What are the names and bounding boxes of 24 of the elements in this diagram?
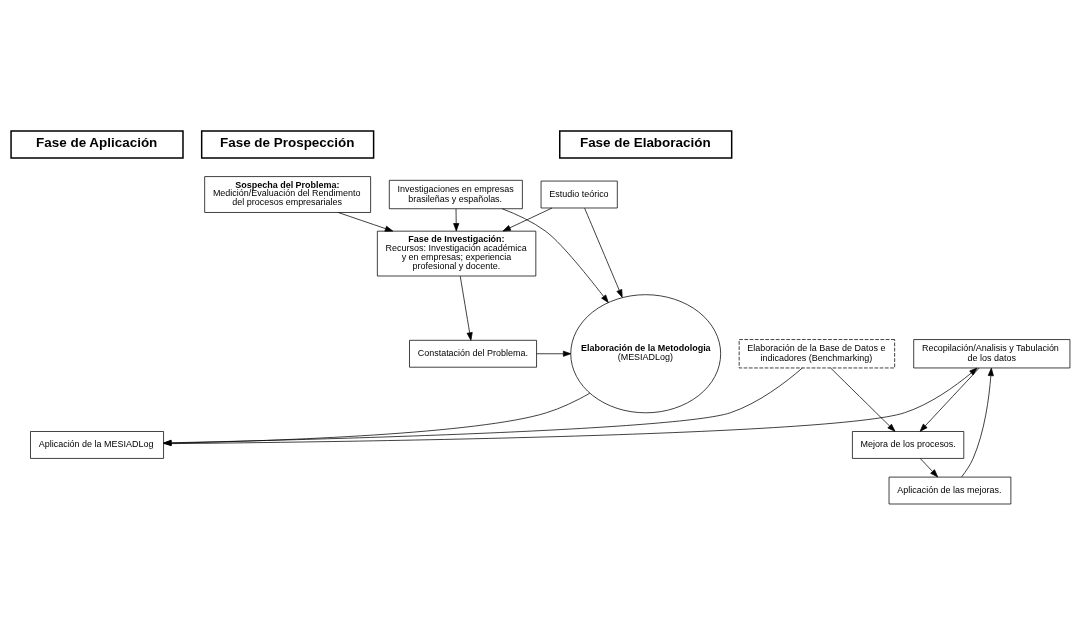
- node-box: Fase de Elaboración: [559, 130, 733, 159]
- arrow: [453, 208, 460, 232]
- arrow: [536, 350, 572, 357]
- arrow: [961, 367, 994, 478]
- node-box: Fase de Investigación: Recursos: Investigación académica y en empresas; experiencia profesional y docente.: [376, 230, 537, 277]
- node-box: Elaboración de la Base de Datos e indicadores (Benchmarking): [738, 339, 895, 369]
- arrow: [584, 207, 623, 298]
- node-box: Sospecha del Problema: Medición/Evaluación del Rendimento del procesos empresariales: [204, 176, 371, 213]
- node-box: Investigaciones en empresas brasileñas y españolas.: [388, 179, 523, 210]
- node-box: Estudio teórico: [540, 180, 618, 209]
- node-box: Constatación del Problema.: [409, 339, 537, 368]
- node-box: Recopilación/Analisis y Tabulación de los datos: [913, 339, 1071, 369]
- arrow: [459, 275, 473, 341]
- node-box: Aplicación de la MESIADLog: [30, 431, 164, 459]
- arrow: [919, 367, 980, 432]
- arrow: [501, 208, 609, 303]
- arrow: [502, 207, 553, 232]
- node-box: Mejora de los procesos.: [852, 431, 965, 459]
- arrow: [830, 367, 896, 432]
- node-box: Fase de Prospección: [200, 130, 375, 159]
- arrow: [919, 458, 939, 478]
- arrow: [337, 212, 394, 232]
- node-box: Fase de Aplicación: [10, 130, 184, 159]
- node-box: Aplicación de las mejoras.: [888, 476, 1012, 505]
